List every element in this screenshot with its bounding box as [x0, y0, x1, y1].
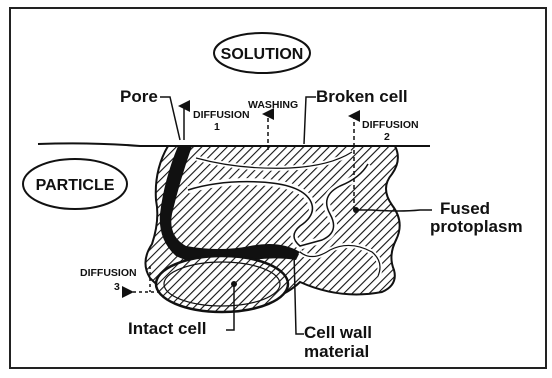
particle-label: PARTICLE: [36, 177, 115, 194]
protoplasm-label: protoplasm: [430, 217, 523, 236]
broken-cell-leader: [304, 97, 316, 144]
diffusion2-label: DIFFUSION: [362, 119, 419, 131]
pore-leader: [160, 97, 180, 140]
intact-cell: [156, 256, 288, 312]
intact-cell-label: Intact cell: [128, 319, 206, 338]
diffusion1-label: DIFFUSION: [193, 109, 250, 121]
broken-cell-label: Broken cell: [316, 87, 408, 106]
fused-dot: [353, 207, 359, 213]
pore-label: Pore: [120, 87, 158, 106]
cell-wall-material-label: material: [304, 342, 369, 361]
diffusion3-number: 3: [114, 281, 120, 293]
diffusion2-number: 2: [384, 131, 390, 143]
diffusion3-label: DIFFUSION: [80, 267, 137, 279]
solution-label: SOLUTION: [221, 46, 304, 63]
intact-cell-dot: [231, 281, 237, 287]
fused-label: Fused: [440, 199, 490, 218]
cell-wall-label: Cell wall: [304, 323, 372, 342]
diffusion1-number: 1: [214, 121, 220, 133]
washing-label: WASHING: [248, 99, 298, 111]
